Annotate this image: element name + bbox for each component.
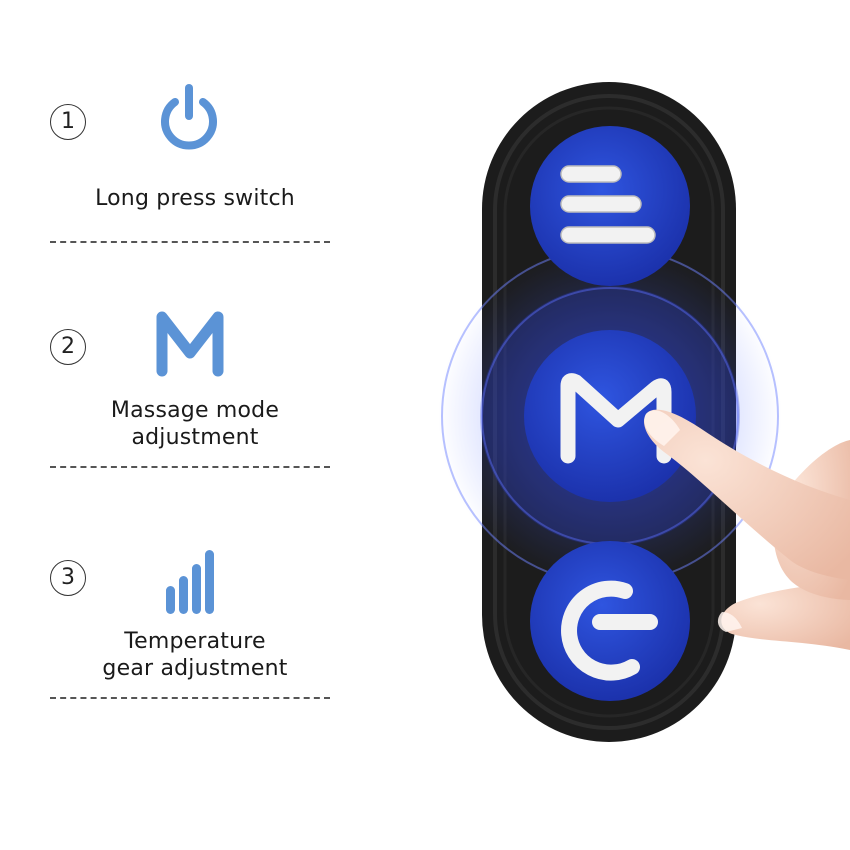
feature-label-line: Temperature: [124, 629, 266, 654]
three-lines-icon: [560, 165, 656, 244]
divider: [50, 241, 330, 243]
feature-temperature-gear: 3 Temperature gear adjustment: [50, 550, 340, 710]
signal-bars-icon: [166, 550, 214, 614]
divider: [50, 697, 330, 699]
power-button[interactable]: [530, 541, 690, 701]
feature-label: Long press switch: [50, 185, 340, 212]
power-icon: [561, 580, 658, 681]
step-number-3: 3: [50, 560, 86, 596]
hand-illustration: [644, 409, 850, 650]
feature-label-line: gear adjustment: [102, 656, 288, 681]
feature-label-line: Massage mode: [110, 398, 280, 423]
mode-lines-button[interactable]: [530, 126, 690, 286]
m-letter-icon: [156, 311, 224, 377]
m-letter-icon: [560, 373, 672, 464]
feature-label: Temperature gear adjustment: [50, 628, 340, 682]
feature-massage-mode: 2 Massage mode adjustment: [50, 311, 340, 477]
feature-label-line: Long press switch: [95, 186, 295, 211]
massage-mode-button[interactable]: [524, 330, 696, 502]
step-number-1: 1: [50, 104, 86, 140]
power-icon: [161, 84, 217, 150]
feature-label: Massage mode adjustment: [50, 397, 340, 451]
step-number-2: 2: [50, 329, 86, 365]
feature-label-line: adjustment: [131, 425, 259, 450]
divider: [50, 466, 330, 468]
feature-long-press-switch: 1 Long press switch: [50, 84, 340, 250]
